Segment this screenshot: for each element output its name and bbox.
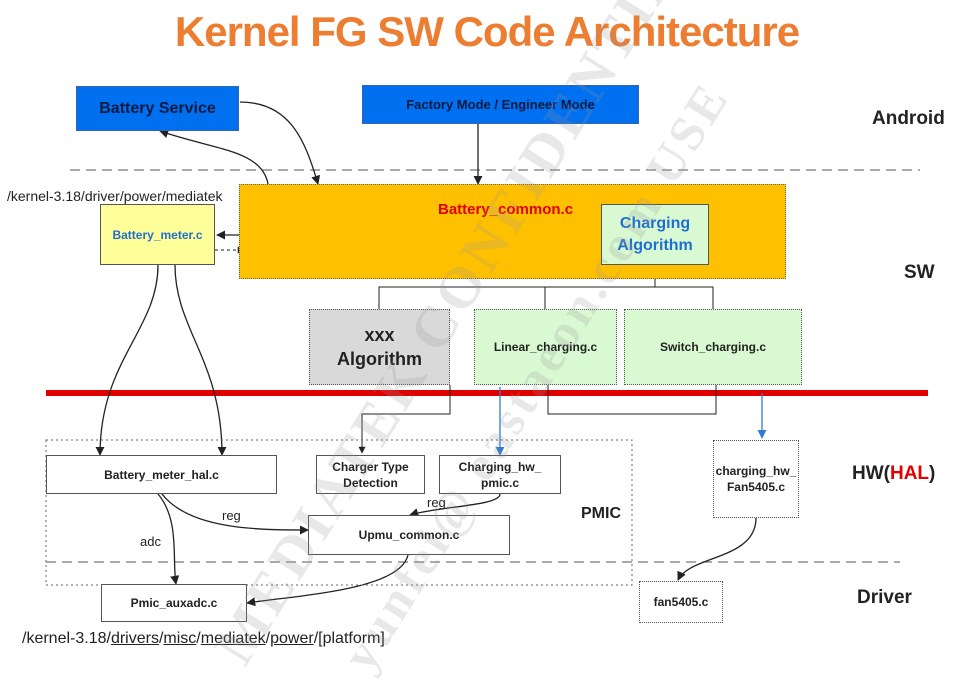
tree-algo-right	[545, 286, 714, 309]
switch-charging-box: Switch_charging.c	[624, 309, 802, 385]
factory-mode-box: Factory Mode / Engineer Mode	[362, 85, 639, 124]
layer-driver: Driver	[857, 587, 912, 608]
arrow-upmu-to-auxadc	[246, 554, 409, 607]
arrow-common-to-service	[159, 129, 269, 185]
arrow-fan-hal-to-driver	[677, 517, 757, 581]
battery-common-label: Battery_common.c	[438, 201, 574, 218]
upmu-common-box: Upmu_common.c	[308, 515, 510, 555]
arrow-service-to-common	[239, 101, 321, 185]
reg-label-a: reg	[222, 508, 241, 523]
pmic-label: PMIC	[581, 505, 621, 522]
power-dir-path: /kernel-3.18/driver/power/mediatek	[7, 188, 223, 204]
xxx-algorithm-box: xxx Algorithm	[309, 309, 450, 385]
tree-charger	[358, 385, 451, 454]
arrow-meter-to-hal-1	[95, 264, 159, 456]
arrow-hal-to-auxadc	[157, 493, 180, 585]
charging-algorithm-box: Charging Algorithm	[601, 204, 709, 265]
fan5405-box: fan5405.c	[639, 581, 723, 623]
layer-hw-hal: HW(HAL)	[852, 463, 936, 484]
pmic-auxadc-box: Pmic_auxadc.c	[101, 584, 247, 622]
charging-hw-fan5405-box: charging_hw_ Fan5405.c	[713, 440, 799, 518]
arrow-hal-to-upmu	[161, 493, 309, 535]
battery-meter-box: Battery_meter.c	[100, 204, 215, 265]
misc-dir-path: /kernel-3.18/drivers/misc/mediatek/power…	[22, 630, 385, 647]
reg-label-b: reg	[427, 495, 446, 510]
arrow-pmic-to-upmu	[409, 493, 501, 518]
battery-meter-hal-box: Battery_meter_hal.c	[46, 455, 277, 494]
charging-hw-pmic-box: Charging_hw_ pmic.c	[439, 455, 561, 494]
layer-sw: SW	[904, 262, 935, 283]
battery-service-box: Battery Service	[76, 86, 239, 131]
layer-android: Android	[872, 108, 945, 129]
adc-label: adc	[140, 534, 161, 549]
linear-charging-box: Linear_charging.c	[474, 309, 617, 385]
arrow-meter-to-hal-2	[174, 264, 227, 456]
page-title: Kernel FG SW Code Architecture	[174, 8, 800, 55]
charger-type-detection-box: Charger Type Detection	[316, 455, 425, 494]
